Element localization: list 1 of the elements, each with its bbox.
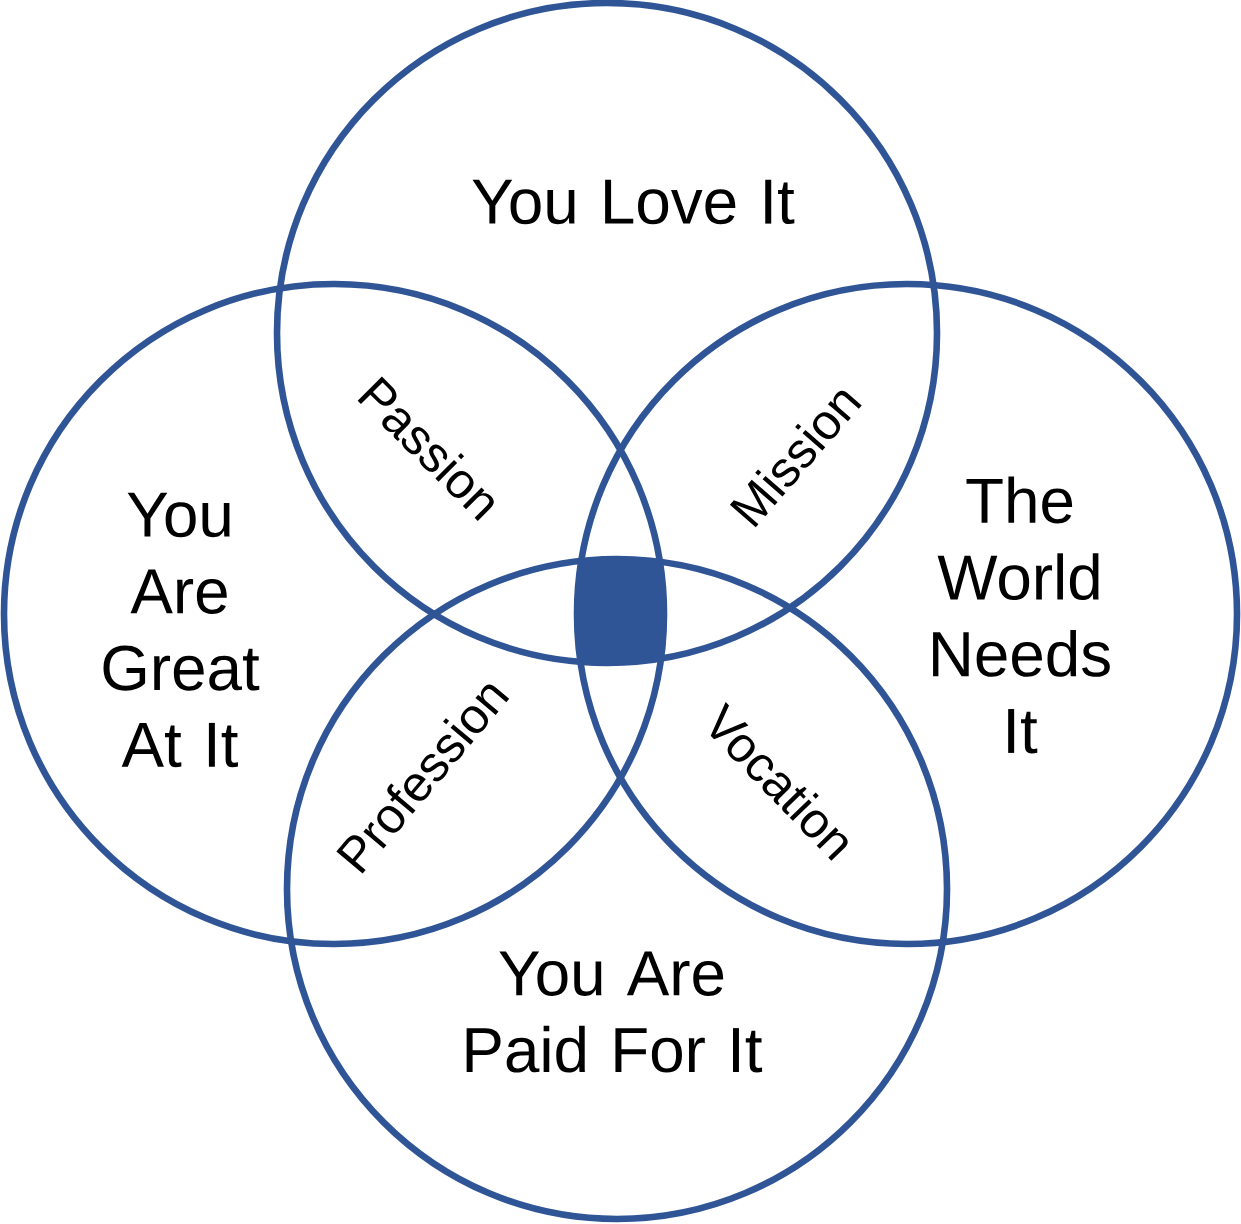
filled-intersection — [577, 559, 664, 663]
